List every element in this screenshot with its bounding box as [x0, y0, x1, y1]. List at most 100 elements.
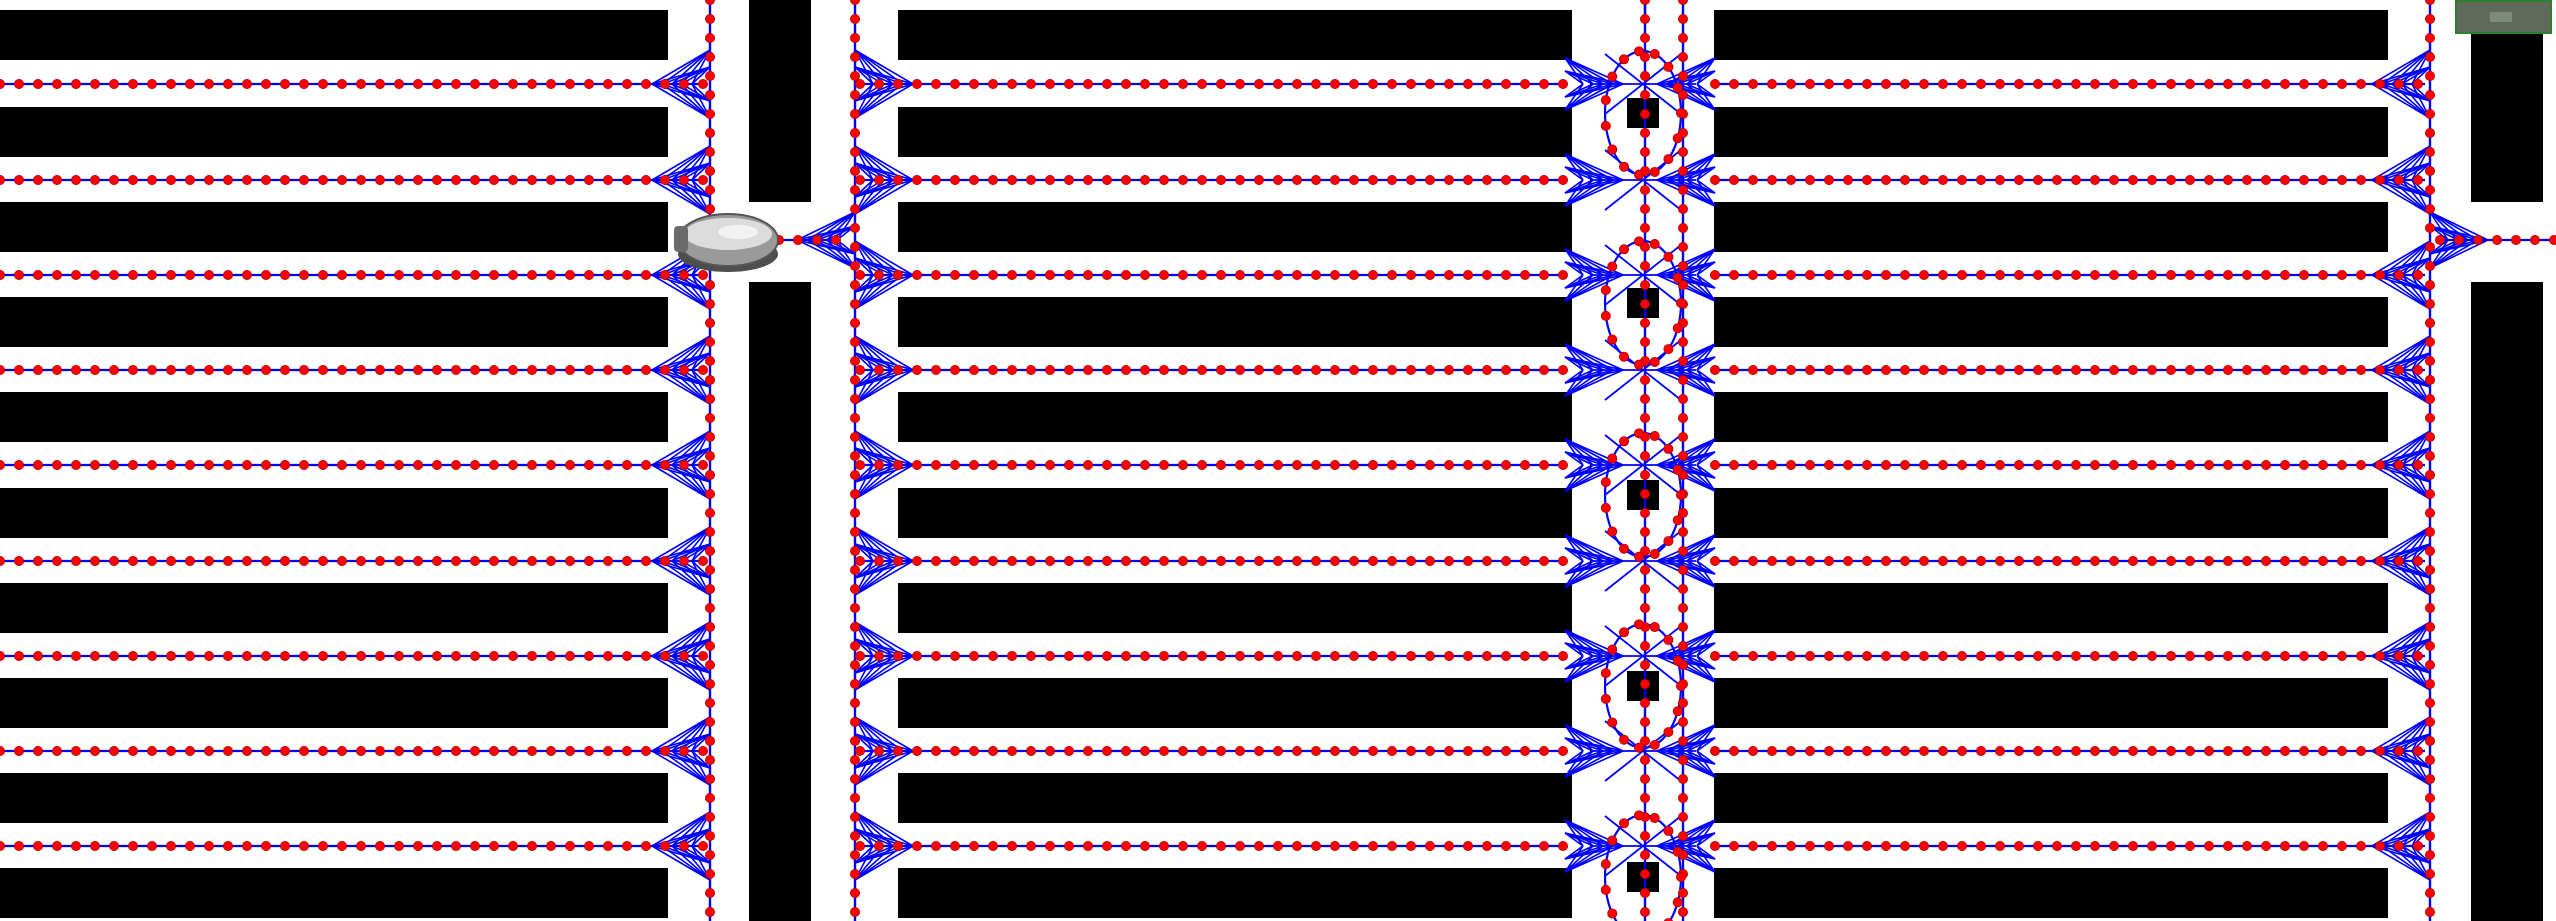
roadmap-node: [489, 746, 498, 755]
roadmap-node: [705, 489, 714, 498]
roadmap-node: [432, 270, 441, 279]
roadmap-node: [950, 556, 959, 565]
roadmap-node: [1640, 337, 1649, 346]
roadmap-node: [2014, 460, 2023, 469]
roadmap-node: [2318, 365, 2327, 374]
roadmap-node: [2242, 270, 2251, 279]
roadmap-node: [2204, 651, 2213, 660]
roadmap-node: [2425, 71, 2434, 80]
roadmap-node: [2425, 356, 2434, 365]
roadmap-node: [356, 841, 365, 850]
roadmap-node: [1102, 841, 1111, 850]
roadmap-node: [2147, 460, 2156, 469]
roadmap-node: [2128, 841, 2137, 850]
roadmap-node: [1678, 33, 1687, 42]
roadmap-node: [1482, 175, 1491, 184]
robot-vacuum-icon[interactable]: [674, 214, 778, 272]
roadmap-node: [1140, 651, 1149, 660]
roadmap-node: [2318, 651, 2327, 660]
roadmap-node: [893, 365, 902, 374]
roadmap-node: [584, 651, 593, 660]
roadmap-node: [1425, 746, 1434, 755]
roadmap-node: [1640, 223, 1649, 232]
roadmap-node: [679, 841, 688, 850]
roadmap-node: [1444, 270, 1453, 279]
minimap-icon[interactable]: [2455, 0, 2552, 34]
roadmap-node: [2147, 841, 2156, 850]
roadmap-node: [641, 841, 650, 850]
roadmap-node: [2413, 746, 2422, 755]
roadmap-node: [705, 888, 714, 897]
roadmap-node: [1178, 460, 1187, 469]
roadmap-node: [2033, 841, 2042, 850]
roadmap-node: [1938, 460, 1947, 469]
roadmap-node: [508, 460, 517, 469]
roadmap-node: [1710, 746, 1719, 755]
roadmap-node: [1786, 556, 1795, 565]
roadmap-node: [2204, 746, 2213, 755]
roadmap-node: [1678, 242, 1687, 251]
roadmap-node: [1197, 651, 1206, 660]
roadmap-node: [2394, 841, 2403, 850]
roadmap-node: [2394, 270, 2403, 279]
roadmap-node: [1501, 746, 1510, 755]
roadmap-node: [2492, 235, 2501, 244]
roadmap-node: [1957, 175, 1966, 184]
roadmap-node: [1178, 270, 1187, 279]
roadmap-node: [128, 460, 137, 469]
roadmap-node: [1976, 556, 1985, 565]
roadmap-node: [1292, 365, 1301, 374]
roadmap-node: [1311, 175, 1320, 184]
roadmap-node: [2425, 812, 2434, 821]
roadmap-node: [1881, 556, 1890, 565]
roadmap-node: [299, 746, 308, 755]
shelf: [898, 773, 1572, 823]
roadmap-node: [1678, 413, 1687, 422]
roadmap-node: [1406, 841, 1415, 850]
roadmap-node: [850, 223, 859, 232]
shelf: [898, 488, 1572, 538]
roadmap-node: [1349, 556, 1358, 565]
roadmap-node: [705, 793, 714, 802]
roadmap-node: [470, 270, 479, 279]
roadmap-node: [1729, 79, 1738, 88]
roadmap-node: [1007, 270, 1016, 279]
roadmap-node: [2425, 337, 2434, 346]
roadmap-node: [850, 508, 859, 517]
roadmap-node: [2394, 556, 2403, 565]
roadmap-node: [1640, 717, 1649, 726]
roadmap-node: [1678, 204, 1687, 213]
roadmap-node: [90, 79, 99, 88]
roadmap-node: [2318, 556, 2327, 565]
roadmap-node: [1843, 841, 1852, 850]
roadmap-node: [451, 365, 460, 374]
roadmap-node: [223, 175, 232, 184]
roadmap-node: [1673, 83, 1682, 92]
roadmap-node: [470, 556, 479, 565]
roadmap-node: [2033, 556, 2042, 565]
roadmap-node: [204, 175, 213, 184]
roadmap-node: [1710, 841, 1719, 850]
shelf: [1714, 868, 2388, 918]
roadmap-node: [394, 175, 403, 184]
roadmap-node: [931, 460, 940, 469]
roadmap-node: [2223, 556, 2232, 565]
roadmap-node: [2242, 841, 2251, 850]
roadmap-node: [242, 175, 251, 184]
roadmap-node: [1608, 262, 1617, 271]
roadmap-node: [1368, 79, 1377, 88]
roadmap-node: [489, 460, 498, 469]
roadmap-node: [2413, 556, 2422, 565]
roadmap-node: [1064, 365, 1073, 374]
shelf: [898, 392, 1572, 442]
roadmap-node: [1767, 841, 1776, 850]
roadmap-node: [2425, 128, 2434, 137]
roadmap-node: [318, 841, 327, 850]
roadmap-node: [1273, 175, 1282, 184]
roadmap-node: [1387, 270, 1396, 279]
roadmap-node: [2071, 841, 2080, 850]
roadmap-node: [1976, 365, 1985, 374]
roadmap-node: [2033, 79, 2042, 88]
